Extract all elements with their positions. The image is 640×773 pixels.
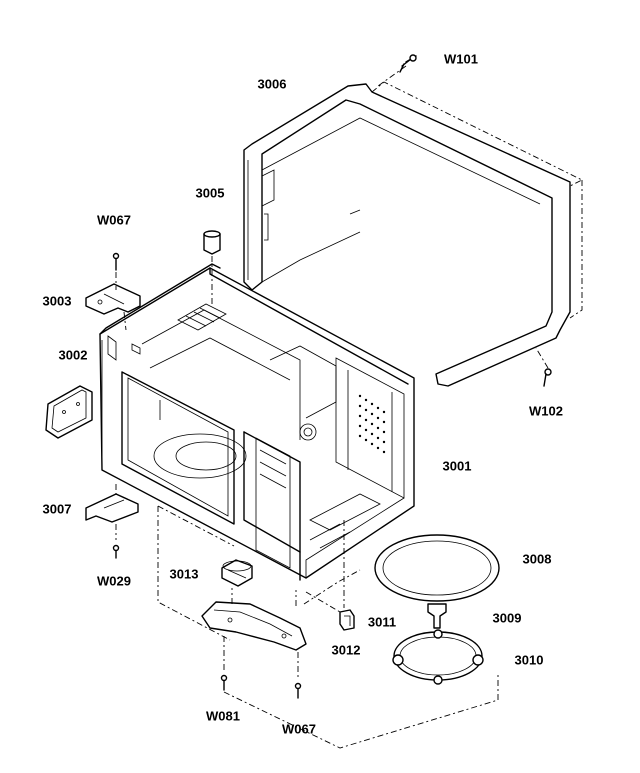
- screw-w067-top: [112, 252, 127, 331]
- label-3005: 3005: [195, 185, 225, 201]
- coupler-3012: [339, 609, 355, 631]
- hub-3009: [427, 603, 447, 629]
- assembly-lines: [157, 505, 499, 749]
- label-3003: 3003: [42, 293, 72, 309]
- label-w067-top: W067: [97, 212, 131, 228]
- label-3008: 3008: [522, 551, 552, 567]
- label-3012: 3012: [331, 642, 361, 658]
- bracket-3003: [85, 283, 141, 315]
- screw-w101: [377, 54, 417, 87]
- label-3002: 3002: [58, 347, 88, 363]
- label-w081: W081: [206, 708, 240, 724]
- top-mesh: [177, 303, 227, 331]
- label-3001: 3001: [442, 458, 472, 474]
- base-cover: [201, 601, 307, 651]
- control-board-vents: [358, 394, 386, 454]
- main-chassis-3001: [99, 263, 415, 581]
- screw-w081: [220, 636, 228, 691]
- screw-w029: [112, 484, 120, 559]
- label-w067-bottom: W067: [282, 721, 316, 737]
- label-3009: 3009: [492, 610, 522, 626]
- turntable-tray-3008: [374, 534, 500, 602]
- bracket-3007: [85, 493, 139, 523]
- label-3011: 3011: [367, 614, 397, 630]
- label-w101: W101: [444, 51, 478, 67]
- label-3007: 3007: [42, 501, 72, 517]
- screw-w067-bottom: [294, 652, 302, 699]
- label-3006: 3006: [257, 76, 287, 92]
- roller-ring-3010: [392, 629, 484, 685]
- plate-3002: [45, 385, 93, 439]
- screw-w102: [535, 347, 552, 387]
- label-w029: W029: [97, 573, 131, 589]
- label-3010: 3010: [514, 652, 544, 668]
- label-w102: W102: [529, 403, 563, 419]
- label-3013: 3013: [169, 566, 199, 582]
- motor-3013: [221, 559, 253, 587]
- outer-cabinet-3006: [243, 81, 584, 387]
- hinge-3005: [203, 230, 221, 304]
